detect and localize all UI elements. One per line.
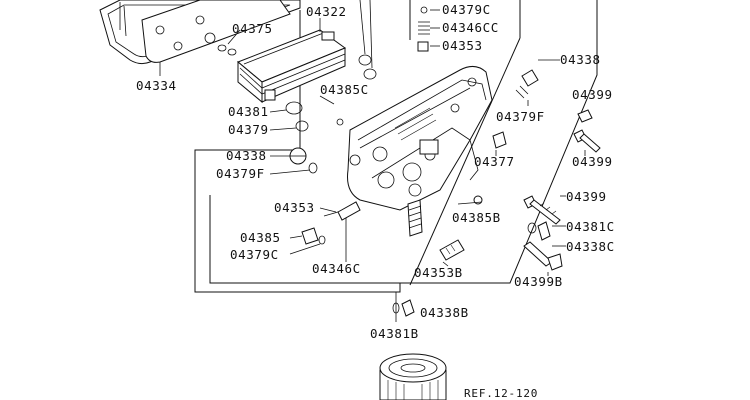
label-04346c: 04346C	[312, 261, 361, 276]
leader-lines	[159, 0, 586, 276]
bolt-04399b	[523, 241, 563, 271]
label-04399-c: 04399	[566, 189, 607, 204]
label-04379c-top: 04379C	[442, 2, 491, 17]
label-04385c: 04385C	[320, 82, 369, 97]
frame-diagonal	[409, 37, 521, 286]
group-frame-inner-line	[209, 195, 400, 284]
plug-04338-mid	[289, 147, 307, 165]
label-04379f-left: 04379F	[216, 166, 265, 181]
label-04377: 04377	[474, 154, 515, 169]
label-04379f-right: 04379F	[496, 109, 545, 124]
label-04353-mid: 04353	[274, 200, 315, 215]
label-04399-a: 04399	[572, 87, 613, 102]
bolt-04399-c	[523, 195, 561, 225]
relief-valve-top-parts	[417, 6, 430, 52]
o-ring-top-2	[363, 68, 377, 80]
label-04338b: 04338B	[420, 305, 469, 320]
washer-set-04375	[217, 44, 237, 56]
plug-04385	[301, 227, 319, 245]
label-04338c: 04338C	[566, 239, 615, 254]
label-04385b: 04385B	[452, 210, 501, 225]
oil-filter	[379, 353, 447, 400]
reference-label: REF.12-120	[464, 387, 538, 400]
plug-04377	[492, 131, 507, 149]
sensor-04353b	[439, 239, 465, 261]
oil-cooler-housing	[336, 66, 493, 211]
label-04346cc: 04346CC	[442, 20, 499, 35]
label-04375: 04375	[232, 21, 273, 36]
o-ring-top	[358, 54, 372, 66]
label-04353-top: 04353	[442, 38, 483, 53]
label-04381c: 04381C	[566, 219, 615, 234]
label-04399b: 04399B	[514, 274, 563, 289]
plug-04338-top	[515, 69, 539, 99]
label-04381b: 04381B	[370, 326, 419, 341]
label-04322: 04322	[306, 4, 347, 19]
bolt-04399-a	[577, 109, 593, 123]
cover-gasket-part	[99, 0, 301, 65]
plug-04338b	[401, 299, 415, 317]
label-04338-top: 04338	[560, 52, 601, 67]
label-04334: 04334	[136, 78, 177, 93]
washer-04381c	[527, 221, 551, 241]
spring-04353-mid	[323, 201, 361, 221]
label-04379c-bottom: 04379C	[230, 247, 279, 262]
label-04338-mid: 04338	[226, 148, 267, 163]
label-04353b: 04353B	[414, 265, 463, 280]
washer-04381b	[392, 302, 400, 314]
gasket-04379c-bottom	[318, 235, 326, 245]
oil-cooler-element	[237, 29, 347, 104]
o-ring-04381	[285, 101, 303, 115]
label-04399-b: 04399	[572, 154, 613, 169]
label-04385: 04385	[240, 230, 281, 245]
group-frame-line	[194, 0, 598, 293]
label-04379: 04379	[228, 122, 269, 137]
gasket-04379f-left	[308, 162, 318, 174]
label-04381: 04381	[228, 104, 269, 119]
o-ring-04379	[295, 120, 309, 132]
filter-adapter-stem	[407, 199, 423, 237]
bolt-04399-b	[573, 129, 601, 153]
